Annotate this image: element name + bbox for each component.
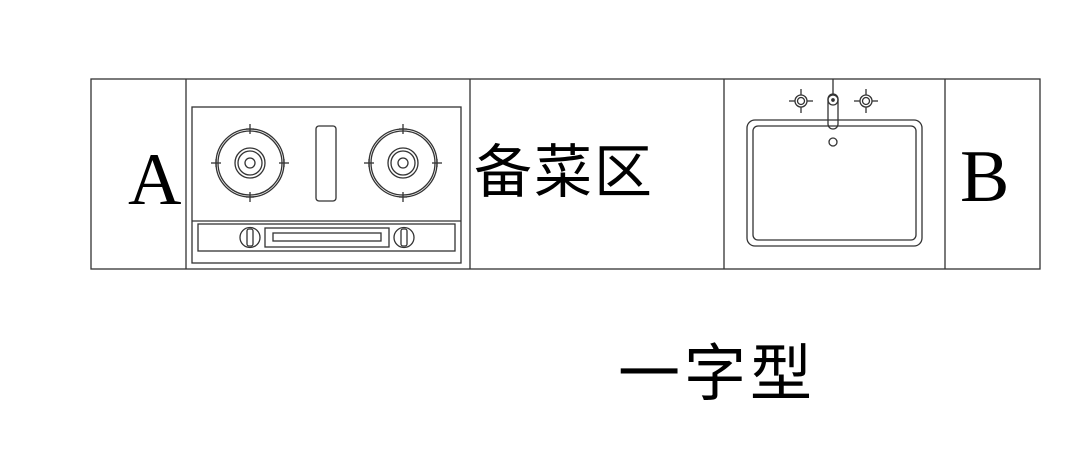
faucet-handle-left-icon: [789, 89, 813, 113]
burner-left-icon: [211, 124, 289, 202]
layout-caption: 一字型: [618, 337, 817, 410]
cooktop-center-slot: [315, 125, 337, 202]
zone-a-label: A: [128, 139, 182, 221]
zone-b-label: B: [960, 136, 1010, 218]
faucet-handle-right-icon: [854, 89, 878, 113]
cooktop-icon: [191, 106, 462, 264]
counter-outline: [90, 78, 1041, 270]
burner-right-icon: [364, 124, 442, 202]
sink-icon: [746, 79, 923, 247]
knob-right-icon: [393, 226, 415, 249]
knob-left-icon: [239, 226, 261, 249]
faucet-spout: [827, 93, 839, 130]
prep-area-label: 备菜区: [474, 138, 655, 206]
sink-drain: [828, 137, 838, 147]
